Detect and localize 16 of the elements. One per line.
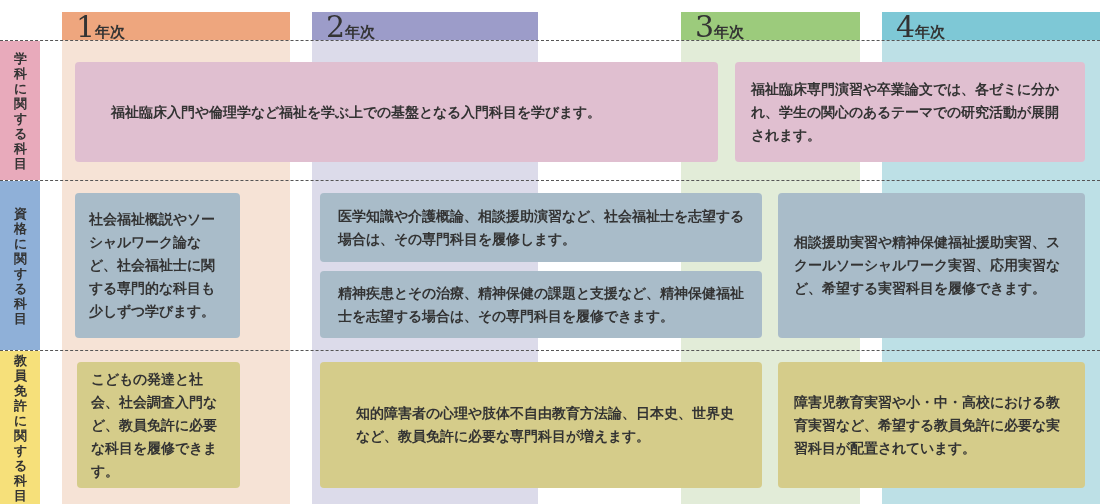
category-label: 教員免許に関する科目 <box>0 351 40 504</box>
course-card: 知的障害者の心理や肢体不自由教育方法論、日本史、世界史など、教員免許に必要な専門科目が増えます。 <box>320 362 762 488</box>
course-card: 障害児教育実習や小・中・高校における教育実習など、希望する教員免許に必要な実習科目が配置されています。 <box>778 362 1085 488</box>
year-header: 3年次 <box>681 12 860 40</box>
course-card: 相談援助実習や精神保健福祉援助実習、スクールソーシャルワーク実習、応用実習など、希望する実習科目を履修できます。 <box>778 193 1085 338</box>
category-label: 資格に関する科目 <box>0 181 40 350</box>
year-header: 4年次 <box>882 12 1100 40</box>
course-card: 福祉臨床専門演習や卒業論文では、各ゼミに分かれ、学生の関心のあるテーマでの研究活動が展開されます。 <box>735 62 1085 162</box>
category-label: 学科に関する科目 <box>0 41 40 180</box>
course-card: 精神疾患とその治療、精神保健の課題と支援など、精神保健福祉士を志望する場合は、その専門科目を履修できます。 <box>320 271 762 338</box>
course-card: こどもの発達と社会、社会調査入門など、教員免許に必要な科目を履修できます。 <box>77 362 240 488</box>
year-header: 2年次 <box>312 12 538 40</box>
year-header: 1年次 <box>62 12 290 40</box>
course-card: 福祉臨床入門や倫理学など福祉を学ぶ上での基盤となる入門科目を学びます。 <box>75 62 718 162</box>
course-card: 医学知識や介護概論、相談援助演習など、社会福祉士を志望する場合は、その専門科目を履修します。 <box>320 193 762 262</box>
course-card: 社会福祉概説やソーシャルワーク論など、社会福祉士に関する専門的な科目も少しずつ学びます。 <box>75 193 240 338</box>
